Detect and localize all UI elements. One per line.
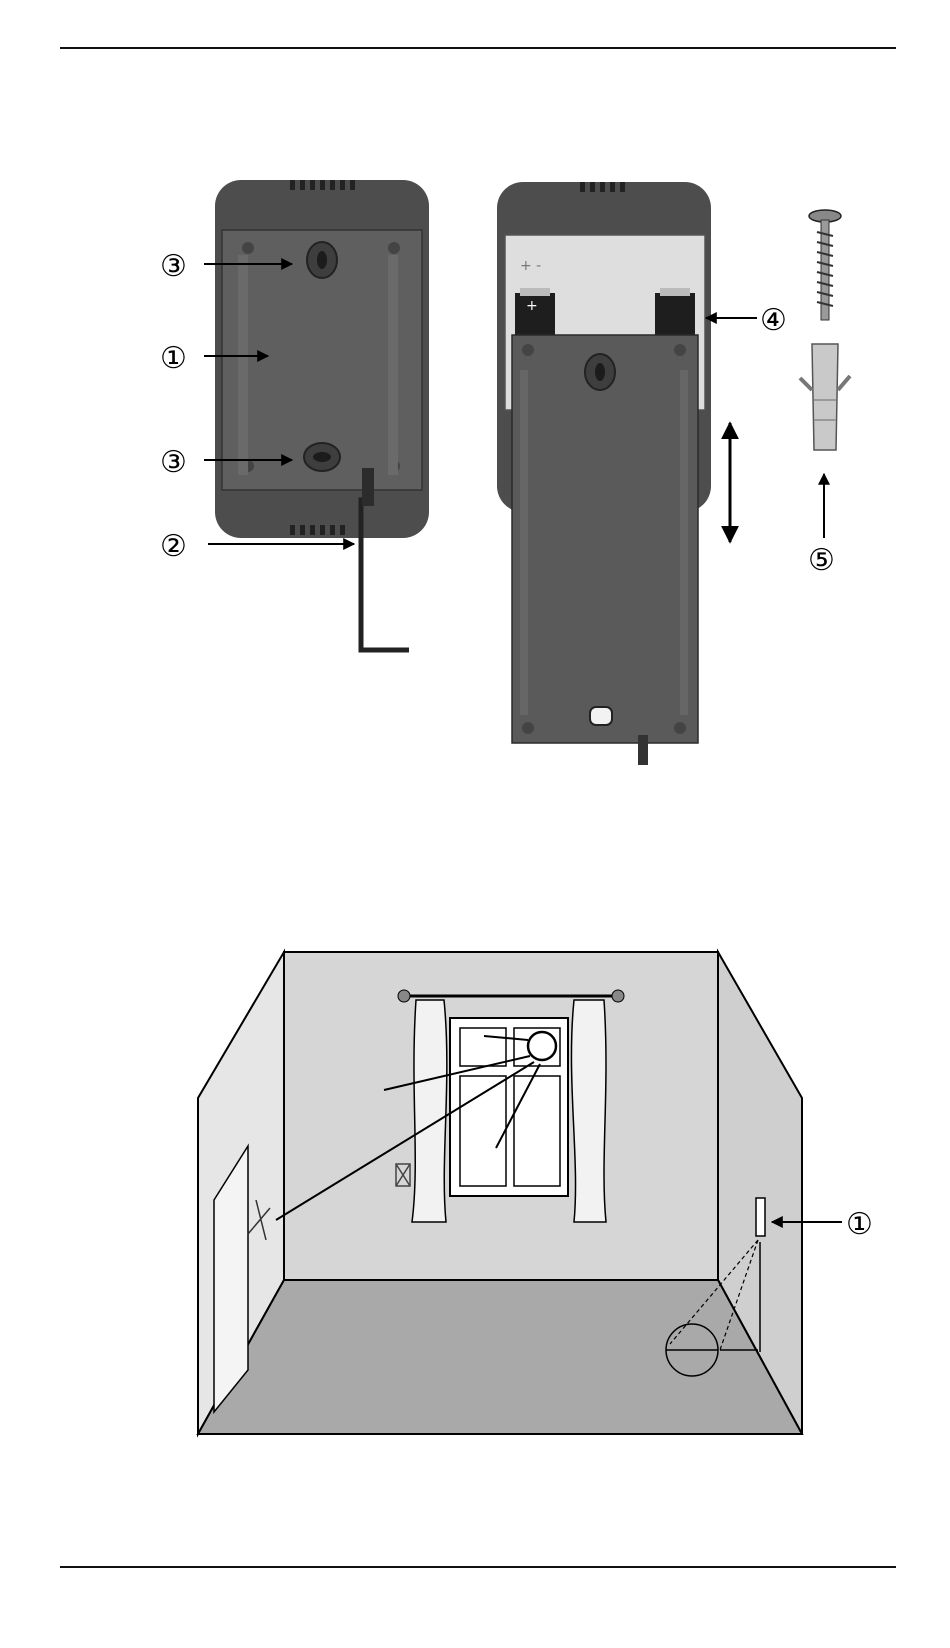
sliding-plate — [512, 335, 698, 743]
label-room-sensor: ① — [846, 1207, 873, 1242]
wall-plug-icon — [800, 344, 850, 450]
device-figure: + - + ③ ① ③ ② ④ ⑤ — [0, 150, 950, 870]
label-hole-top: ③ — [160, 249, 187, 284]
floor — [198, 1280, 802, 1434]
label-key: ② — [160, 529, 187, 564]
svg-text:+ -: + - — [520, 258, 541, 274]
sensor-on-wall — [756, 1198, 765, 1236]
bottom-rule — [60, 1566, 896, 1568]
curtain-left — [412, 1000, 447, 1222]
device-back-view — [215, 180, 429, 650]
curtain-right — [571, 1000, 606, 1222]
device-open-view: + - + — [497, 182, 711, 765]
top-rule — [60, 47, 896, 49]
heat-source — [528, 1032, 556, 1060]
label-batteries: ④ — [760, 303, 787, 338]
label-plate: ① — [160, 341, 187, 376]
svg-text:+: + — [526, 298, 538, 314]
room-figure: ① — [0, 940, 950, 1480]
label-fixings: ⑤ — [808, 543, 835, 578]
label-hole-bottom: ③ — [160, 445, 187, 480]
screw-icon — [809, 210, 841, 320]
